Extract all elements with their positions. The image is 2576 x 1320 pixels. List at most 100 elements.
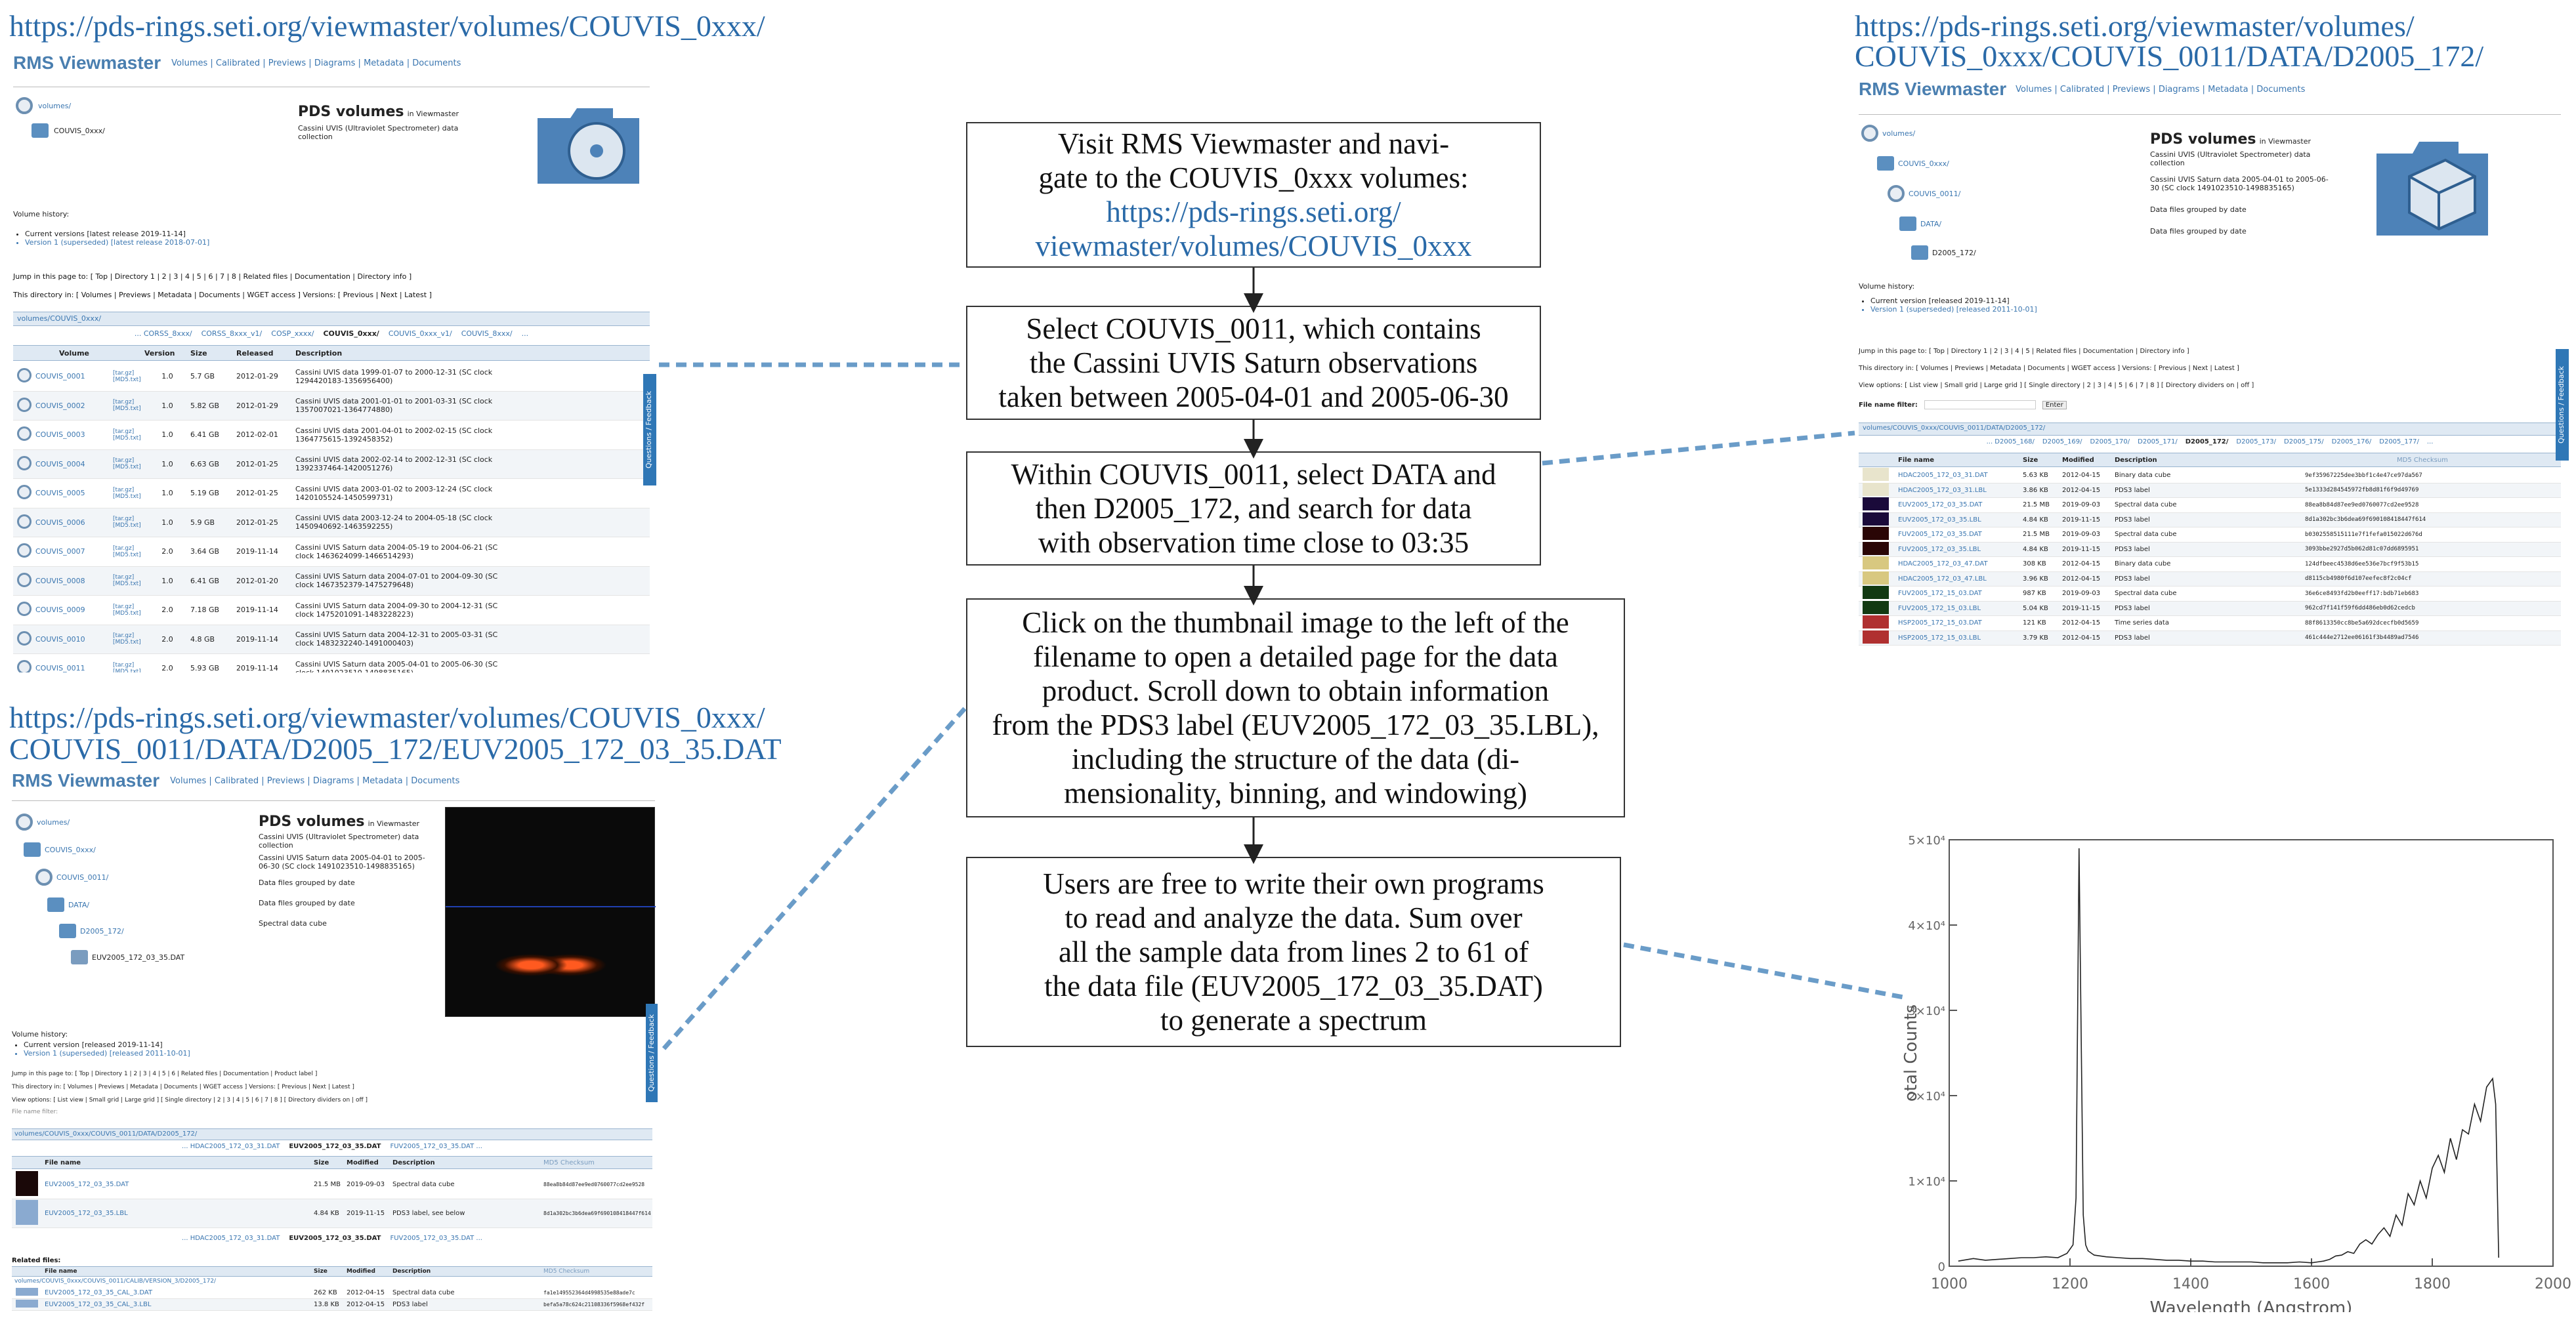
nav-previews[interactable]: Previews xyxy=(2112,84,2151,94)
nav-previews[interactable]: Previews xyxy=(266,775,305,786)
history-v1[interactable]: Version 1 (superseded) [released 2011-10… xyxy=(1870,305,2037,314)
step1-link[interactable]: https://pds-rings.seti.org/ xyxy=(1106,196,1401,228)
nav-documents[interactable]: Documents xyxy=(411,775,460,786)
file-thumbnail[interactable] xyxy=(16,1288,38,1296)
file-link[interactable]: EUV2005_172_03_35.DAT xyxy=(45,1181,129,1188)
jump-links[interactable]: Jump in this page to: [ Top | Directory … xyxy=(1859,348,2189,355)
file-thumbnail[interactable] xyxy=(1863,497,1889,511)
tar-md5-links[interactable]: [tar.gz] [MD5.txt] xyxy=(113,486,141,500)
file-thumbnail[interactable] xyxy=(1863,586,1889,600)
view-options[interactable]: View options: [ List view | Small grid |… xyxy=(1859,382,2254,389)
file-link[interactable]: HDAC2005_172_03_47.LBL xyxy=(1898,575,1987,583)
sibling-tab[interactable]: D2005_171/ xyxy=(2138,438,2178,445)
file-thumbnail[interactable] xyxy=(1863,527,1889,541)
nav-diagrams[interactable]: Diagrams xyxy=(314,58,356,68)
sibling-tab[interactable]: ... HDAC2005_172_03_31.DAT xyxy=(182,1235,280,1242)
file-thumbnail[interactable] xyxy=(1863,615,1889,629)
sibling-tab[interactable]: FUV2005_172_03_35.DAT ... xyxy=(390,1235,482,1242)
path-text[interactable]: volumes/COUVIS_0xxx/COUVIS_0011/DATA/D20… xyxy=(14,1130,198,1138)
tar-md5-links[interactable]: [tar.gz] [MD5.txt] xyxy=(113,516,141,529)
app-title[interactable]: RMS Viewmaster xyxy=(1859,79,2007,99)
sibling-tab[interactable]: D2005_173/ xyxy=(2236,438,2277,445)
nav-documents[interactable]: Documents xyxy=(412,58,461,68)
tar-md5-links[interactable]: [tar.gz] [MD5.txt] xyxy=(113,574,141,588)
file-link[interactable]: FUV2005_172_03_35.DAT xyxy=(1898,531,1982,539)
file-thumbnail[interactable] xyxy=(16,1300,38,1308)
nav-metadata[interactable]: Metadata xyxy=(364,58,404,68)
volume-link[interactable]: COUVIS_0001 xyxy=(35,372,85,381)
crumb[interactable]: COUVIS_0xxx/ xyxy=(45,845,96,854)
volume-link[interactable]: COUVIS_0007 xyxy=(35,547,85,556)
app-title[interactable]: RMS Viewmaster xyxy=(12,770,160,791)
tar-md5-links[interactable]: [tar.gz] [MD5.txt] xyxy=(113,545,141,558)
nav-metadata[interactable]: Metadata xyxy=(362,775,403,786)
sibling-tab[interactable]: COUVIS_0xxx_v1/ xyxy=(388,329,452,338)
file-thumbnail[interactable] xyxy=(1863,541,1889,555)
step1-link[interactable]: viewmaster/volumes/COUVIS_0xxx xyxy=(1035,230,1472,262)
nav-metadata[interactable]: Metadata xyxy=(2208,84,2249,94)
file-thumbnail[interactable] xyxy=(16,1171,38,1196)
history-current[interactable]: Current version [released 2019-11-14] xyxy=(1870,297,2037,305)
filter-input[interactable] xyxy=(1924,400,2036,409)
path-text[interactable]: volumes/COUVIS_0xxx/ xyxy=(17,314,102,323)
sibling-tab[interactable]: ... xyxy=(2426,438,2434,445)
this-directory-links[interactable]: This directory in: [ Volumes | Previews … xyxy=(13,291,432,299)
nav-volumes[interactable]: Volumes xyxy=(170,775,207,786)
file-thumbnail[interactable] xyxy=(1863,482,1889,496)
file-thumbnail[interactable] xyxy=(1863,468,1889,482)
url-data-file-line2[interactable]: COUVIS_0011/DATA/D2005_172/EUV2005_172_0… xyxy=(9,732,782,766)
nav-documents[interactable]: Documents xyxy=(2256,84,2306,94)
sibling-tab[interactable]: D2005_175/ xyxy=(2284,438,2324,445)
tar-md5-links[interactable]: [tar.gz] [MD5.txt] xyxy=(113,603,141,617)
sibling-tab[interactable]: COSP_xxxx/ xyxy=(271,329,314,338)
tar-md5-links[interactable]: [tar.gz] [MD5.txt] xyxy=(113,399,141,413)
nav-calibrated[interactable]: Calibrated xyxy=(2059,84,2105,94)
volume-link[interactable]: COUVIS_0004 xyxy=(35,459,85,468)
file-link[interactable]: FUV2005_172_15_03.DAT xyxy=(1898,590,1982,598)
url-data-file-line1[interactable]: https://pds-rings.seti.org/viewmaster/vo… xyxy=(9,701,765,734)
volume-link[interactable]: COUVIS_0011 xyxy=(35,664,85,672)
sibling-tab[interactable]: D2005_177/ xyxy=(2379,438,2419,445)
questions-feedback-tab[interactable]: Questions / Feedback xyxy=(646,1004,658,1102)
volume-link[interactable]: COUVIS_0002 xyxy=(35,401,85,410)
tar-md5-links[interactable]: [tar.gz] [MD5.txt] xyxy=(113,457,141,471)
related-path-text[interactable]: volumes/COUVIS_0xxx/COUVIS_0011/CALIB/VE… xyxy=(14,1278,217,1285)
file-thumbnail[interactable] xyxy=(1863,556,1889,570)
filter-enter-button[interactable]: Enter xyxy=(2042,400,2067,409)
history-current[interactable]: Current versions [latest release 2019-11… xyxy=(25,230,209,238)
sibling-tab[interactable]: ... HDAC2005_172_03_31.DAT xyxy=(182,1143,280,1150)
crumb[interactable]: volumes/ xyxy=(1882,129,1916,138)
crumb[interactable]: COUVIS_0xxx/ xyxy=(1898,159,1949,168)
sibling-tab[interactable]: D2005_176/ xyxy=(2331,438,2372,445)
sibling-tab[interactable]: CORSS_8xxx_v1/ xyxy=(201,329,263,338)
file-link[interactable]: HDAC2005_172_03_31.DAT xyxy=(1898,472,1988,480)
sibling-tab[interactable]: D2005_169/ xyxy=(2042,438,2082,445)
questions-feedback-tab[interactable]: Questions / Feedback xyxy=(643,374,656,485)
file-link[interactable]: EUV2005_172_03_35.LBL xyxy=(45,1210,128,1217)
file-link[interactable]: EUV2005_172_03_35_CAL_3.DAT xyxy=(45,1289,153,1296)
sibling-tab[interactable]: D2005_170/ xyxy=(2090,438,2130,445)
nav-diagrams[interactable]: Diagrams xyxy=(2158,84,2200,94)
file-link[interactable]: HSP2005_172_15_03.LBL xyxy=(1898,634,1981,642)
path-text[interactable]: volumes/COUVIS_0xxx/COUVIS_0011/DATA/D20… xyxy=(1863,424,2046,432)
url-couvis-volumes[interactable]: https://pds-rings.seti.org/viewmaster/vo… xyxy=(9,9,765,43)
sibling-tab[interactable]: ... CORSS_8xxx/ xyxy=(134,329,192,338)
file-thumbnail[interactable] xyxy=(1863,600,1889,614)
file-link[interactable]: EUV2005_172_03_35.LBL xyxy=(1898,516,1981,524)
